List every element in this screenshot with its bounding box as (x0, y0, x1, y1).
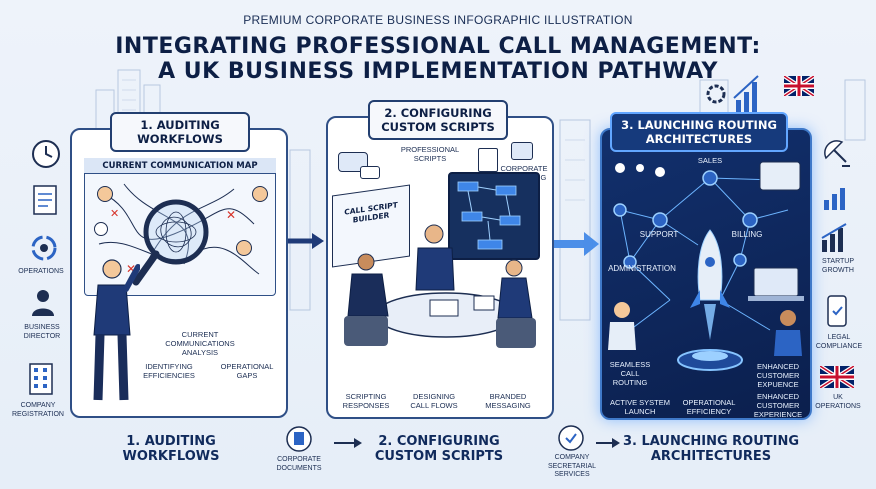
label-enhanced-customer-1: ENHANCED CUSTOMER EXPUENCE (756, 362, 800, 389)
smartphone-compliance-icon (827, 295, 847, 327)
label-company-secretarial: COMPANY SECRETARIAL SERVICES (547, 454, 597, 478)
page-title-line1: INTEGRATING PROFESSIONAL CALL MANAGEMENT… (115, 34, 761, 59)
uk-flag-icon (820, 366, 854, 388)
panel3-tab: 3. LAUNCHING ROUTING ARCHITECTURES (610, 112, 788, 152)
folder-icon (511, 142, 533, 160)
clock-icon (32, 140, 60, 168)
label-seamless-routing: SEAMLESS CALL ROUTING (609, 360, 651, 387)
document-icon (478, 148, 498, 172)
label-company-registration: COMPANY REGISTRATION (12, 402, 64, 418)
label-current-analysis: CURRENT COMMUNICATIONS ANALYSIS (165, 330, 235, 357)
person-avatar-icon (252, 186, 268, 202)
chat-bubble-icon (360, 166, 380, 179)
label-operations: OPERATIONS (18, 268, 64, 275)
error-x-icon: ✕ (226, 208, 237, 222)
flow-arrow-1-to-2 (288, 233, 324, 249)
label-branded-messaging: BRANDED MESSAGING (485, 392, 531, 410)
label-corporate-documents: CORPORATE DOCUMENTS (276, 456, 322, 472)
startup-growth-chart-icon (821, 223, 847, 252)
business-analyst-figure (93, 259, 140, 401)
bottom-arrow-2-to-3 (596, 438, 620, 448)
label-professional-scripts: PROFESSIONAL SCRIPTS (400, 145, 460, 163)
company-building-icon (29, 363, 53, 395)
label-enhanced-customer-2: ENHANCED CUSTOMER EXPERIENCE (753, 392, 803, 419)
secretarial-shield-icon (558, 425, 584, 451)
label-operational-gaps: OPERATIONAL GAPS (220, 362, 274, 380)
label-administration: ADMINISTRATION (608, 264, 676, 273)
label-business-director: BUSINESS DIRECTOR (23, 324, 61, 340)
bottom-step-1: 1. AUDITING WORKFLOWS (122, 434, 220, 464)
bottom-arrow-1-to-2 (334, 438, 362, 448)
page-title-line2: A UK BUSINESS IMPLEMENTATION PATHWAY (158, 59, 718, 84)
tangled-map-diagram (98, 183, 260, 286)
checklist-document-icon (33, 185, 57, 215)
operations-cycle-icon (31, 235, 57, 261)
label-operational-efficiency: OPERATIONAL EFFICIENCY (682, 398, 736, 416)
uk-flag-icon (784, 76, 814, 96)
error-x-icon: ✕ (126, 262, 137, 276)
label-support: SUPPORT (639, 230, 679, 239)
label-identifying-efficiencies: IDENTIFYING EFFICIENCIES (143, 362, 195, 380)
label-designing-flows: DESIGNING CALL FLOWS (410, 392, 458, 410)
error-x-icon: ✕ (110, 207, 120, 220)
communication-map-title: CURRENT COMMUNICATION MAP (84, 158, 276, 174)
label-sales: SALES (697, 156, 723, 165)
label-legal-compliance: LEGAL COMPLIANCE (815, 334, 863, 350)
person-avatar-icon (236, 240, 252, 256)
satellite-dish-icon (824, 140, 850, 167)
label-scripting-responses: SCRIPTING RESPONSES (342, 392, 390, 410)
call-flow-chart (457, 181, 521, 250)
bottom-step-2: 2. CONFIGURING CUSTOM SCRIPTS (374, 434, 504, 464)
panel1-tab: 1. AUDITING WORKFLOWS (110, 112, 250, 152)
corporate-documents-icon (286, 426, 312, 452)
growth-bar-chart-icon (824, 188, 845, 210)
label-billing: BILLING (731, 230, 763, 239)
flow-arrow-2-to-3 (554, 232, 599, 256)
business-director-icon (32, 290, 54, 316)
label-startup-growth: STARTUP GROWTH (821, 258, 855, 274)
routing-network-diagram (608, 161, 804, 371)
panel2-tab: 2. CONFIGURING CUSTOM SCRIPTS (368, 100, 508, 140)
person-avatar-icon (97, 186, 113, 202)
phone-node-icon (94, 222, 108, 236)
label-uk-operations: UK OPERATIONS (815, 394, 861, 410)
header-subtitle: PREMIUM CORPORATE BUSINESS INFOGRAPHIC I… (243, 13, 633, 27)
label-active-launch: ACTIVE SYSTEM LAUNCH (609, 398, 670, 416)
gears-and-growth-icon (706, 75, 759, 112)
bottom-step-3: 3. LAUNCHING ROUTING ARCHITECTURES (622, 434, 800, 464)
team-meeting-scene (344, 224, 536, 348)
